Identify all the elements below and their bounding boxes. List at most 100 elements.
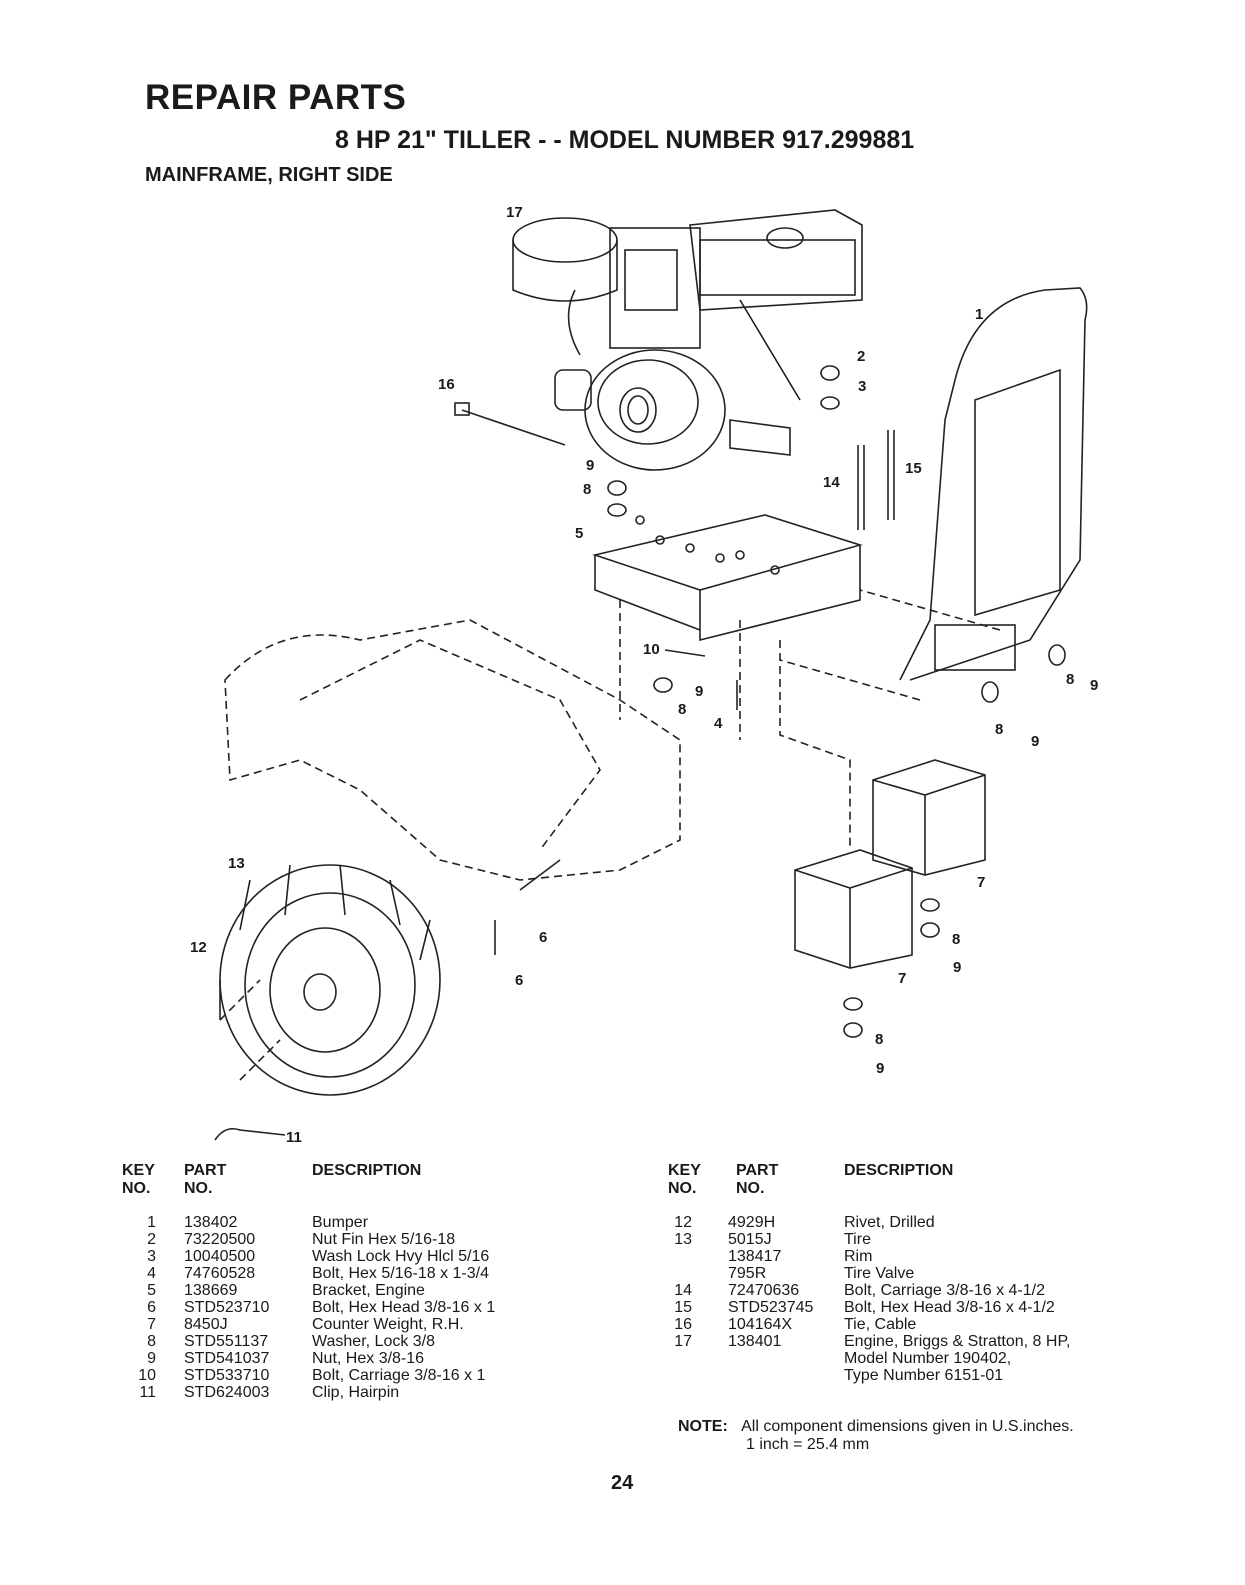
callout-11: 11 xyxy=(286,1129,302,1146)
header-key: KEY xyxy=(668,1162,701,1179)
callout-7: 7 xyxy=(898,970,906,987)
part-no: 104164X xyxy=(728,1316,793,1333)
part-description: Rivet, Drilled xyxy=(844,1214,935,1231)
part-description: Nut Fin Hex 5/16-18 xyxy=(312,1231,456,1248)
tiller-housing-outline xyxy=(219,589,1001,1081)
part-description: Bolt, Carriage 3/8-16 x 4-1/2 xyxy=(844,1282,1045,1299)
header-part-no: NO. xyxy=(184,1180,213,1197)
header-key-no: NO. xyxy=(122,1180,151,1197)
note-line-2: 1 inch = 25.4 mm xyxy=(746,1436,870,1453)
part-description: Rim xyxy=(844,1248,873,1265)
engine-illustration xyxy=(512,209,863,471)
key-no: 11 xyxy=(139,1384,156,1401)
callout-4: 4 xyxy=(714,715,723,732)
part-no: 795R xyxy=(728,1265,767,1282)
page-title: REPAIR PARTS xyxy=(145,78,407,117)
key-no: 6 xyxy=(147,1299,156,1316)
part-description: Tire Valve xyxy=(844,1265,915,1282)
key-no: 5 xyxy=(147,1282,156,1299)
callout-12: 12 xyxy=(190,939,207,956)
callout-14: 14 xyxy=(823,474,840,491)
callout-6: 6 xyxy=(515,972,523,989)
part-no: 138401 xyxy=(728,1333,782,1350)
bumper-illustration xyxy=(899,287,1088,681)
header-part-no: NO. xyxy=(736,1180,765,1197)
callout-8: 8 xyxy=(952,931,960,948)
part-no: 73220500 xyxy=(184,1231,256,1248)
page-number: 24 xyxy=(611,1472,634,1494)
header-description: DESCRIPTION xyxy=(844,1162,954,1179)
part-description: Type Number 6151-01 xyxy=(844,1367,1004,1384)
callout-9: 9 xyxy=(1031,733,1039,750)
engine-bracket-illustration xyxy=(592,514,863,642)
callout-8: 8 xyxy=(995,721,1003,738)
part-description: Bolt, Hex Head 3/8-16 x 1 xyxy=(312,1299,496,1316)
part-description: Nut, Hex 3/8-16 xyxy=(312,1350,425,1367)
part-no: 10040500 xyxy=(184,1248,256,1265)
key-no: 10 xyxy=(138,1367,156,1384)
part-description: Bolt, Hex Head 3/8-16 x 4-1/2 xyxy=(844,1299,1055,1316)
part-description: Counter Weight, R.H. xyxy=(312,1316,464,1333)
callout-13: 13 xyxy=(228,855,245,872)
callout-5: 5 xyxy=(575,525,583,542)
callout-9: 9 xyxy=(695,683,703,700)
callout-8: 8 xyxy=(583,481,591,498)
key-no: 9 xyxy=(147,1350,156,1367)
callout-9: 9 xyxy=(586,457,594,474)
callout-1: 1 xyxy=(975,306,983,323)
note-line-1: All component dimensions given in U.S.in… xyxy=(741,1418,1074,1435)
header-description: DESCRIPTION xyxy=(312,1162,422,1179)
header-part: PART xyxy=(184,1162,227,1179)
callout-2: 2 xyxy=(857,348,865,365)
exploded-parts-diagram: 17 1 2 3 16 15 14 9 8 5 10 9 8 4 8 9 8 9… xyxy=(190,204,1098,1146)
part-description: Wash Lock Hvy Hlcl 5/16 xyxy=(312,1248,490,1265)
key-no: 8 xyxy=(147,1333,156,1350)
header-key: KEY xyxy=(122,1162,155,1179)
callout-labels: 17 1 2 3 16 15 14 9 8 5 10 9 8 4 8 9 8 9… xyxy=(190,204,1098,1146)
callout-8: 8 xyxy=(875,1031,883,1048)
callout-9: 9 xyxy=(953,959,961,976)
part-no: 138402 xyxy=(184,1214,238,1231)
callout-9: 9 xyxy=(876,1060,884,1077)
key-no: 17 xyxy=(674,1333,692,1350)
key-no: 7 xyxy=(147,1316,156,1333)
part-no: STD523745 xyxy=(728,1299,814,1316)
callout-3: 3 xyxy=(858,378,866,395)
part-description: Model Number 190402, xyxy=(844,1350,1012,1367)
key-no: 12 xyxy=(674,1214,692,1231)
page-subtitle: 8 HP 21" TILLER - - MODEL NUMBER 917.299… xyxy=(335,126,915,154)
part-no: STD541037 xyxy=(184,1350,270,1367)
part-description: Bolt, Hex 5/16-18 x 1-3/4 xyxy=(312,1265,489,1282)
callout-16: 16 xyxy=(438,376,455,393)
part-no: 4929H xyxy=(728,1214,776,1231)
part-description: Bolt, Carriage 3/8-16 x 1 xyxy=(312,1367,486,1384)
callout-10: 10 xyxy=(643,641,660,658)
counter-weight-illustration xyxy=(794,759,986,969)
key-no: 3 xyxy=(147,1248,156,1265)
part-no: 8450J xyxy=(184,1316,228,1333)
callout-8: 8 xyxy=(1066,671,1074,688)
part-no: 138417 xyxy=(728,1248,782,1265)
part-description: Clip, Hairpin xyxy=(312,1384,400,1401)
key-no: 14 xyxy=(674,1282,692,1299)
part-description: Bracket, Engine xyxy=(312,1282,425,1299)
callout-8: 8 xyxy=(678,701,686,718)
callout-17: 17 xyxy=(506,204,523,221)
key-no: 13 xyxy=(674,1231,692,1248)
part-no: 74760528 xyxy=(184,1265,256,1282)
part-no: 138669 xyxy=(184,1282,238,1299)
key-no: 2 xyxy=(147,1231,156,1248)
part-description: Tie, Cable xyxy=(844,1316,917,1333)
key-no: 15 xyxy=(674,1299,692,1316)
part-no: STD551137 xyxy=(184,1333,269,1350)
wheel-illustration xyxy=(219,864,441,1096)
key-no: 16 xyxy=(674,1316,692,1333)
callout-6: 6 xyxy=(539,929,547,946)
callout-9: 9 xyxy=(1090,677,1098,694)
callout-15: 15 xyxy=(905,460,922,477)
part-no: 5015J xyxy=(728,1231,772,1248)
header-key-no: NO. xyxy=(668,1180,697,1197)
part-no: 72470636 xyxy=(728,1282,800,1299)
